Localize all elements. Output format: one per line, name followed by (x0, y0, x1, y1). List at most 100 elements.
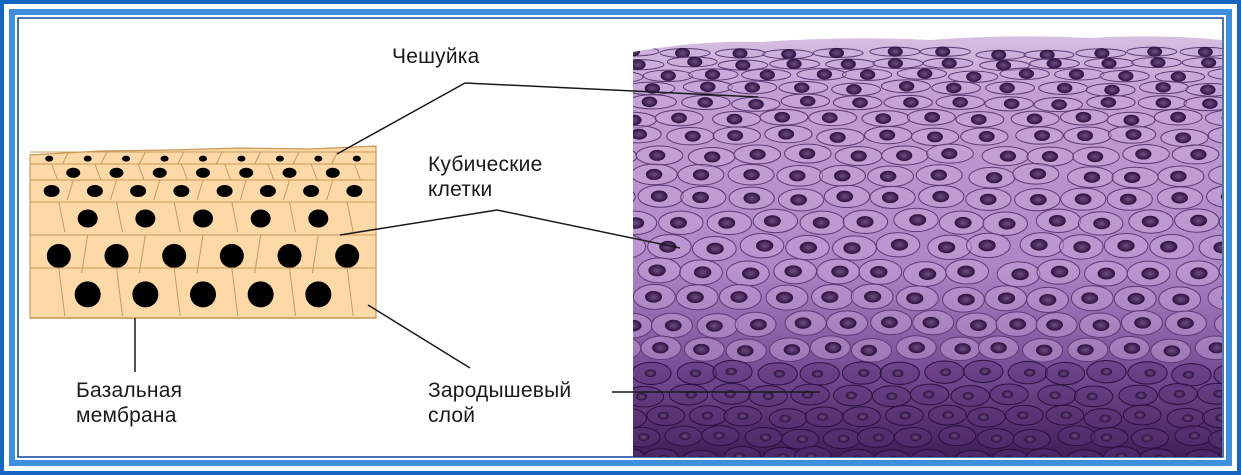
micrograph-nucleus (1141, 268, 1158, 280)
micrograph-nucleus (690, 369, 701, 377)
micrograph-nucleus (1101, 434, 1112, 442)
micrograph-nucleus (645, 291, 662, 303)
micrograph-nucleus (1142, 216, 1159, 228)
micrograph-nucleus (1175, 132, 1191, 143)
micrograph-nucleus (817, 413, 828, 421)
cubic-cells-label: Кубические клетки (428, 152, 542, 202)
micrograph-nucleus (822, 112, 838, 123)
micrograph-nucleus (1024, 436, 1035, 444)
micrograph-nucleus (780, 415, 791, 423)
cell-nucleus (66, 168, 80, 178)
micrograph-nucleus (631, 129, 647, 140)
micrograph-nucleus (760, 434, 771, 442)
micrograph-nucleus (1036, 345, 1052, 356)
micrograph-nucleus (917, 68, 932, 78)
micrograph-nucleus (735, 60, 750, 70)
micrograph-nucleus (906, 292, 923, 304)
micrograph-nucleus (1124, 343, 1140, 354)
cell-nucleus (122, 156, 130, 162)
micrograph-nucleus (873, 434, 884, 442)
cell-nucleus (276, 156, 284, 162)
micrograph-nucleus (829, 48, 844, 58)
micrograph-nucleus (607, 151, 623, 162)
basal-label-line1: Базальная (76, 378, 182, 403)
micrograph-nucleus (949, 432, 960, 440)
micrograph-nucleus (991, 50, 1006, 60)
micrograph-nucleus (621, 415, 632, 423)
micrograph-nucleus (812, 370, 823, 378)
micrograph-nucleus (1049, 391, 1060, 399)
cell-nucleus (305, 281, 331, 307)
micrograph-nucleus (970, 320, 987, 331)
micrograph-nucleus (636, 393, 647, 401)
micrograph-nucleus (786, 59, 801, 69)
micrograph-nucleus (693, 169, 709, 180)
micrograph-nucleus (927, 131, 943, 142)
micrograph-nucleus (645, 370, 656, 378)
micrograph-nucleus (980, 194, 997, 205)
micrograph-nucleus (613, 72, 628, 82)
cubic-label-line1: Кубические (428, 152, 542, 177)
micrograph-nucleus (702, 412, 713, 420)
micrograph-nucleus (1084, 172, 1100, 183)
micrograph-nucleus (952, 97, 968, 108)
micrograph-nucleus (778, 129, 794, 140)
micrograph-nucleus (1047, 58, 1062, 68)
micrograph-nucleus (670, 217, 687, 229)
micrograph-nucleus (1030, 194, 1047, 205)
micrograph-image (587, 30, 1241, 470)
micrograph-nucleus (743, 169, 759, 180)
micrograph-nucleus (599, 292, 616, 304)
micrograph-nucleus (1087, 393, 1098, 401)
micrograph-nucleus (1011, 268, 1028, 280)
cell-nucleus (217, 185, 233, 197)
micrograph-nucleus (1076, 112, 1092, 123)
micrograph-nucleus (1177, 318, 1194, 329)
micrograph-nucleus (966, 72, 981, 82)
micrograph-nucleus (1069, 432, 1080, 440)
micrograph-nucleus (1030, 168, 1046, 179)
micrograph-nucleus (840, 317, 857, 328)
micrograph-nucleus (1170, 171, 1186, 182)
micrograph-nucleus (979, 240, 996, 252)
scale-label: Чешуйка (392, 44, 479, 69)
micrograph-nucleus (1100, 415, 1111, 423)
micrograph-nucleus (651, 191, 668, 202)
micrograph-nucleus (1039, 294, 1056, 306)
micrograph-nucleus (1190, 267, 1207, 279)
micrograph-nucleus (1042, 151, 1058, 162)
micrograph-nucleus (1000, 151, 1016, 162)
micrograph-nucleus (756, 240, 773, 252)
cell-nucleus (75, 281, 101, 307)
cell-nucleus (135, 210, 155, 228)
micrograph-nucleus (1075, 193, 1092, 204)
micrograph-nucleus (794, 82, 809, 92)
micrograph-nucleus (1190, 149, 1206, 160)
micrograph-nucleus (935, 47, 950, 57)
micrograph-nucleus (1057, 83, 1072, 93)
cell-nucleus (308, 210, 328, 228)
germinal-layer-label: Зародышевый слой (428, 378, 571, 428)
micrograph-nucleus (888, 58, 903, 68)
micrograph-nucleus (732, 48, 747, 58)
micrograph-nucleus (748, 99, 764, 110)
micrograph-nucleus (626, 115, 642, 126)
micrograph-nucleus (1101, 97, 1117, 108)
micrograph-nucleus (1049, 215, 1066, 227)
micrograph-nucleus (881, 317, 898, 328)
micrograph-nucleus (857, 216, 874, 228)
micrograph-nucleus (923, 317, 940, 328)
micrograph-nucleus (955, 217, 972, 229)
micrograph-nucleus (1024, 369, 1035, 377)
micrograph-nucleus (1156, 98, 1172, 109)
micrograph-nucleus (614, 241, 631, 253)
micrograph-nucleus (1073, 241, 1090, 253)
micrograph-nucleus (1093, 218, 1110, 230)
micrograph-nucleus (1182, 414, 1193, 422)
micrograph-nucleus (986, 172, 1002, 183)
micrograph-nucleus (1117, 240, 1134, 252)
micrograph-nucleus (1104, 85, 1119, 95)
germ-label-line2: слой (428, 403, 571, 428)
micrograph-nucleus (1171, 192, 1188, 203)
cell-nucleus (335, 244, 359, 268)
